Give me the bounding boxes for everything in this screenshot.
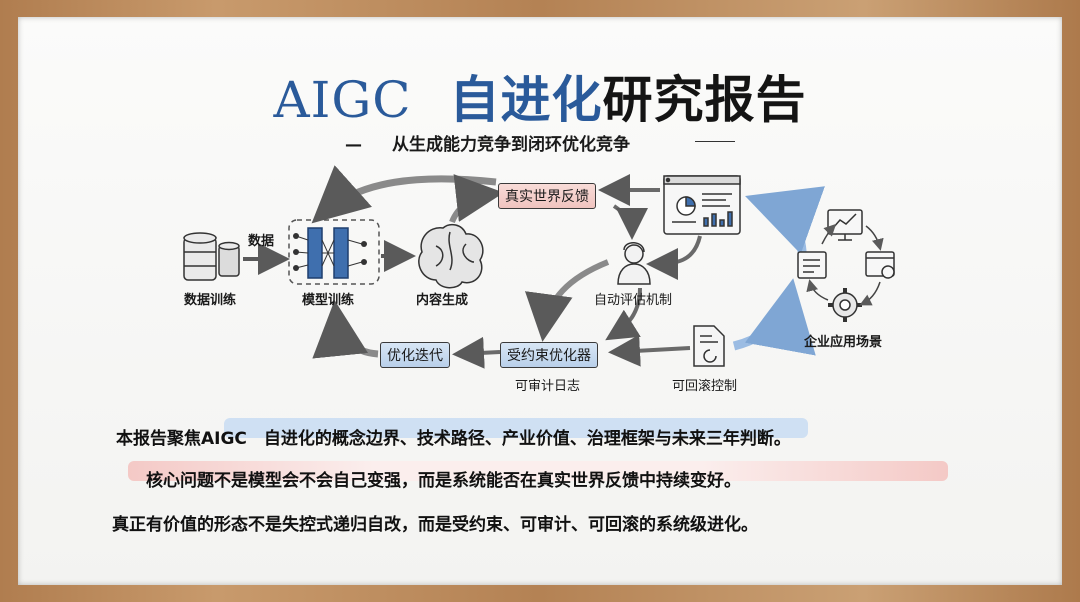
arrow-optimizer-to-iteration xyxy=(460,352,500,354)
real-world-feedback-box: 真实世界反馈 xyxy=(498,183,596,209)
rollback-control-label: 可回滚控制 xyxy=(672,375,737,394)
arrow-feedback-to-evaluation xyxy=(614,206,632,232)
settings-window-icon xyxy=(866,252,894,278)
dashboard-icon xyxy=(664,176,740,234)
neural-network-icon xyxy=(289,220,379,284)
gear-icon xyxy=(828,288,862,322)
summary-line-3: 真正有价值的形态不是失控式递归自改，而是受约束、可审计、可回滚的系统级进化。 xyxy=(112,510,758,535)
document-icon xyxy=(798,252,826,278)
database-icon xyxy=(184,233,239,280)
data-training-label: 数据训练 xyxy=(184,289,236,308)
content-generation-label: 内容生成 xyxy=(416,289,468,308)
arrow-rollback-to-optimizer xyxy=(616,348,690,352)
constrained-optimizer-box: 受约束优化器 xyxy=(500,342,598,368)
auto-evaluation-label: 自动评估机制 xyxy=(594,289,672,308)
data-label: 数据 xyxy=(248,230,274,249)
rollback-document-icon xyxy=(694,326,724,366)
arrow-feedback-to-model xyxy=(322,179,496,214)
summary-line-1: 本报告聚焦AIGC 自进化的概念边界、技术路径、产业价值、治理框架与未来三年判断… xyxy=(116,424,791,449)
monitor-chart-icon xyxy=(828,210,862,240)
arrow-enterprise-to-dashboard xyxy=(762,202,802,262)
arrow-dashboard-to-evaluation xyxy=(654,236,700,264)
person-icon xyxy=(618,243,650,284)
enterprise-scenarios-label: 企业应用场景 xyxy=(804,331,882,350)
auditable-log-label: 可审计日志 xyxy=(515,375,580,394)
arrow-iteration-to-model xyxy=(336,314,378,354)
arrow-content-to-feedback xyxy=(452,194,492,222)
summary-line-2: 核心问题不是模型会不会自己变强，而是系统能否在真实世界反馈中持续变好。 xyxy=(146,466,741,491)
iteration-box: 优化迭代 xyxy=(380,342,450,368)
brain-icon xyxy=(419,225,483,288)
model-training-label: 模型训练 xyxy=(302,289,354,308)
arrow-rollback-to-enterprise xyxy=(734,296,790,346)
